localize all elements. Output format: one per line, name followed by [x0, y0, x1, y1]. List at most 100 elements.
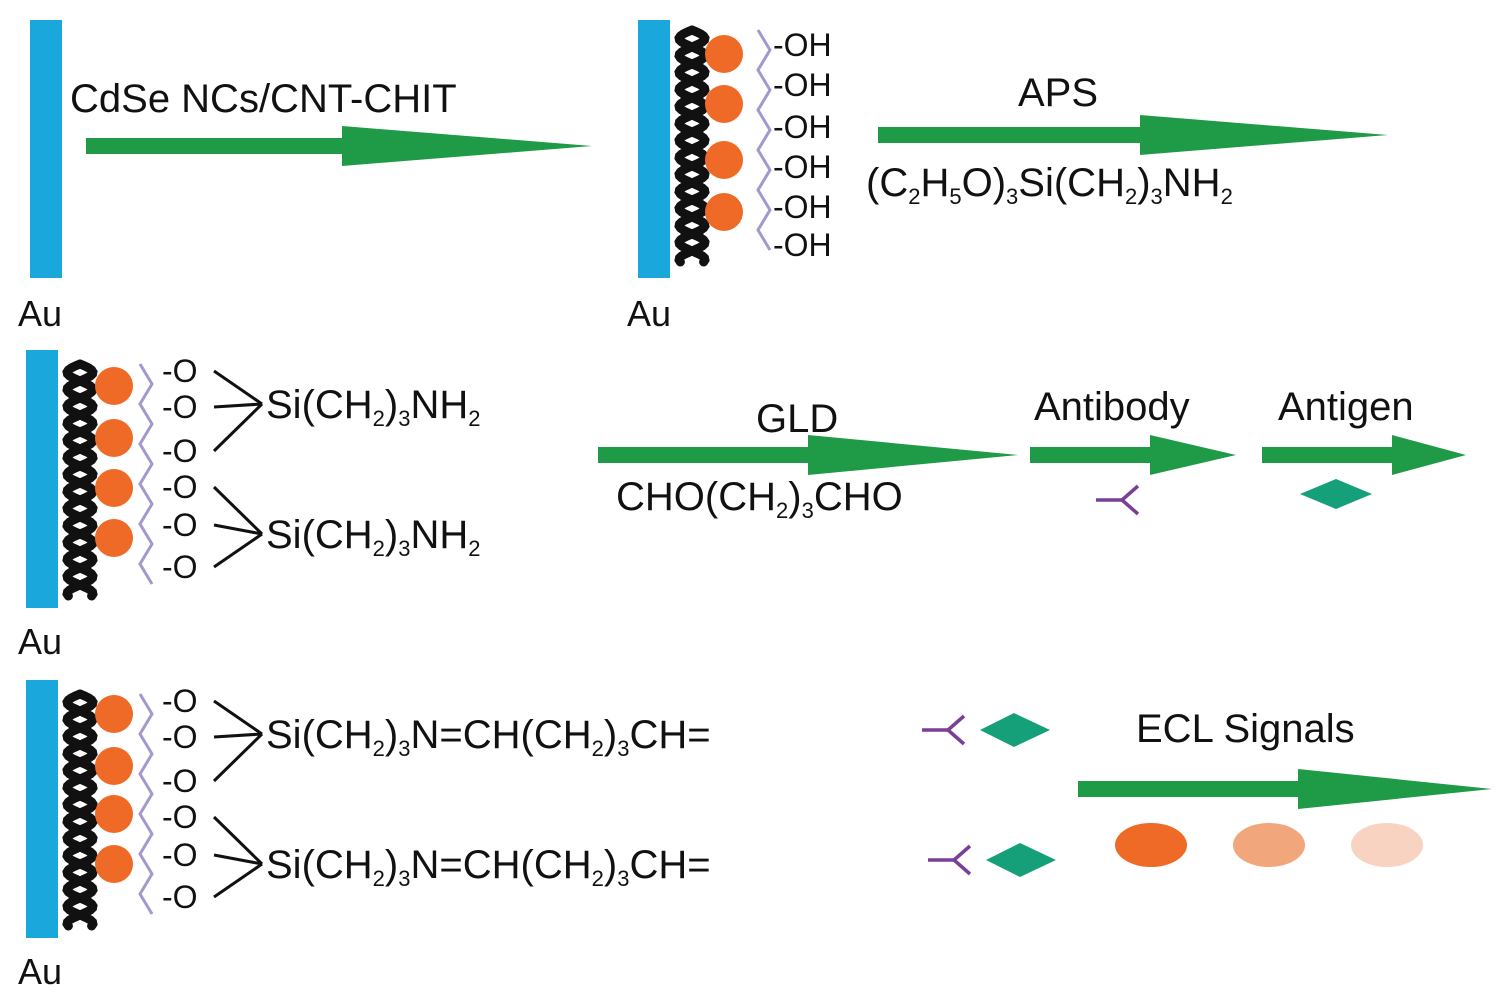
formula-subscript: 2	[373, 406, 385, 431]
formula-segment: )	[788, 475, 801, 519]
antibody-icon	[920, 714, 966, 746]
si-o-bond	[213, 699, 263, 736]
formula-segment: )	[604, 713, 617, 757]
formula-subscript: 2	[373, 736, 385, 761]
step-label-antibody: Antibody	[1034, 385, 1190, 429]
silane-formula-bottom: Si(CH2)3NH2	[266, 513, 481, 561]
formula-subscript: 3	[1151, 184, 1163, 209]
gold-electrode	[638, 20, 670, 278]
formula-subscript: 2	[468, 406, 480, 431]
formula-subscript: 2	[592, 866, 604, 891]
step-label-cdse: CdSe NCs/CNT-CHIT	[70, 77, 457, 121]
cdse-nanocrystals	[95, 367, 133, 557]
oxygen-group: -O	[162, 507, 198, 543]
formula-subscript: 3	[398, 736, 410, 761]
formula-segment: CH=	[629, 843, 710, 887]
electrode-label: Au	[18, 293, 62, 334]
arrow-step-1	[86, 126, 592, 166]
electrode-label: Au	[18, 621, 62, 662]
oxygen-group: -O	[162, 799, 198, 835]
hydroxyl-group: -OH	[773, 227, 832, 263]
cdse-nanocrystals	[705, 35, 743, 231]
oxygen-group: -O	[162, 353, 198, 389]
formula-subscript: 5	[949, 184, 961, 209]
cdse-nanocrystal	[95, 367, 133, 405]
cdse-nanocrystal	[705, 193, 743, 231]
oxygen-group: -O	[162, 469, 198, 505]
arrow-step-2	[878, 115, 1388, 155]
formula-segment: Si(CH	[266, 843, 373, 887]
step-label-antigen: Antigen	[1278, 385, 1414, 429]
step-gld: GLD CHO(CH2)3CHO	[598, 397, 1018, 523]
antigen-icon	[1300, 479, 1372, 509]
oxygen-group: -O	[162, 879, 198, 915]
gold-electrode	[26, 350, 58, 608]
si-o-bond	[213, 402, 263, 409]
conjugate-formula-top: Si(CH2)3N=CH(CH2)3CH=	[266, 713, 711, 761]
panel-bare-electrode: Au	[18, 20, 62, 334]
antibody-icon	[926, 844, 972, 876]
step-antigen: Antigen	[1262, 385, 1466, 509]
chitosan-backbone	[756, 29, 772, 251]
cdse-nanocrystal	[705, 141, 743, 179]
antigen-icon	[980, 713, 1050, 747]
ecl-signal-strong	[1115, 823, 1187, 867]
formula-subscript: 2	[373, 866, 385, 891]
arrow-step-3	[598, 435, 1018, 475]
carbon-nanotube-strand	[674, 25, 710, 267]
oxygen-group: -O	[162, 719, 198, 755]
formula-segment: )	[604, 843, 617, 887]
cdse-nanocrystal	[95, 845, 133, 883]
chitosan-backbone	[138, 693, 154, 915]
formula-segment: N=CH(CH	[411, 713, 592, 757]
chitosan-chain	[756, 29, 772, 251]
arrow-step-4	[1030, 435, 1236, 475]
oxygen-group: -O	[162, 433, 198, 469]
carbon-nanotube-strand	[62, 359, 98, 601]
formula-segment: )	[385, 383, 398, 427]
gld-formula: CHO(CH2)3CHO	[616, 475, 903, 523]
formula-segment: CH=	[629, 713, 710, 757]
carbon-nanotube-chain	[62, 359, 98, 601]
formula-segment: Si(CH	[1018, 161, 1125, 205]
electrode-label: Au	[627, 293, 671, 334]
formula-segment: )	[385, 713, 398, 757]
oxygen-group: -O	[162, 389, 198, 425]
si-o-bond	[213, 853, 263, 866]
hydroxyl-group: -OH	[773, 67, 832, 103]
formula-segment: NH	[411, 383, 469, 427]
oxygen-group: -O	[162, 549, 198, 585]
step-ecl: ECL Signals	[1078, 707, 1492, 867]
formula-subscript: 2	[1221, 184, 1233, 209]
cdse-nanocrystal	[705, 85, 743, 123]
si-o-bond	[213, 532, 263, 569]
formula-segment: CHO	[814, 475, 903, 519]
siloxane-oxygen-groups: -O-O-O-O-O-O	[162, 683, 264, 915]
formula-segment: )	[385, 843, 398, 887]
gold-electrode	[26, 680, 58, 938]
formula-subscript: 2	[908, 184, 920, 209]
formula-subscript: 2	[592, 736, 604, 761]
formula-subscript: 3	[617, 866, 629, 891]
cdse-nanocrystal	[95, 795, 133, 833]
cdse-nanocrystal	[95, 469, 133, 507]
formula-subscript: 2	[776, 498, 788, 523]
si-o-bond	[212, 732, 264, 783]
si-o-bond	[212, 485, 264, 536]
formula-segment: Si(CH	[266, 383, 373, 427]
formula-segment: CHO(CH	[616, 475, 776, 519]
formula-subscript: 2	[1125, 184, 1137, 209]
silane-formula-top: Si(CH2)3NH2	[266, 383, 481, 431]
formula-segment: NH	[1163, 161, 1221, 205]
step-label-ecl: ECL Signals	[1136, 707, 1355, 751]
formula-subscript: 3	[398, 406, 410, 431]
formula-segment: (C	[866, 161, 908, 205]
formula-segment: NH	[411, 513, 469, 557]
si-o-bond	[213, 369, 263, 406]
cdse-nanocrystal	[95, 519, 133, 557]
siloxane-oxygen-groups: -O-O-O-O-O-O	[162, 353, 264, 585]
conjugate-formula-bottom: Si(CH2)3N=CH(CH2)3CH=	[266, 843, 711, 891]
formula-subscript: 3	[617, 736, 629, 761]
hydroxyl-group: -OH	[773, 189, 832, 225]
